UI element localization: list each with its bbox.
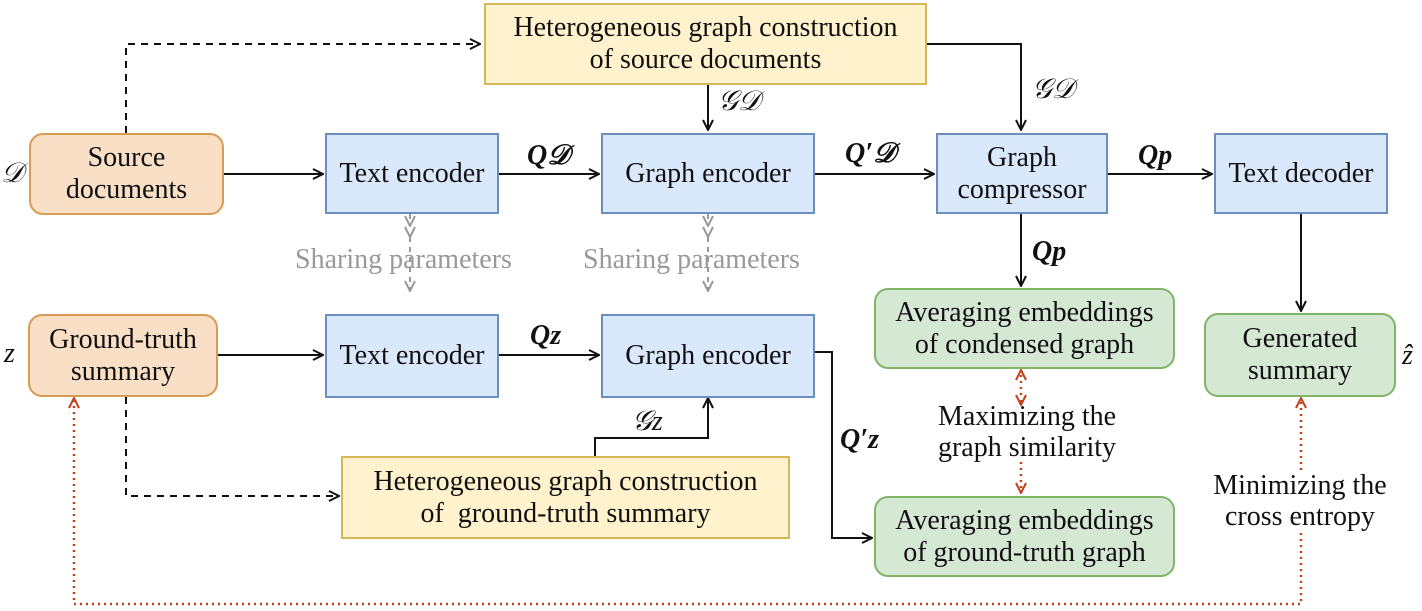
ground-truth-summary-box[interactable]: Ground-truth summary — [28, 314, 218, 397]
generated-summary-line2: summary — [1247, 355, 1353, 386]
maximize-line1: Maximizing the — [937, 401, 1117, 432]
minimize-cross-entropy-label: Minimizing the cross entropy — [1193, 470, 1407, 532]
label-q-p-right: Qp — [1138, 140, 1173, 171]
maximize-similarity-label: Maximizing the graph similarity — [919, 401, 1135, 463]
arrow-graph-encoder-to-avg-gt — [815, 351, 872, 538]
arrow-graph-construction-to-compressor — [927, 43, 1021, 130]
minimize-line1: Minimizing the — [1213, 470, 1387, 501]
gt-graph-construction-line1: Heterogeneous graph construction — [373, 465, 758, 497]
arrow-gt-to-graph-construction — [125, 397, 339, 496]
source-graph-construction-line1: Heterogeneous graph construction — [513, 12, 898, 43]
avg-condensed-line1: Averaging embeddings — [895, 296, 1154, 328]
graph-encoder-top-box[interactable]: Graph encoder — [601, 133, 815, 214]
text-encoder-bottom-label: Text encoder — [339, 340, 485, 371]
graph-encoder-bottom-box[interactable]: Graph encoder — [601, 314, 815, 398]
source-graph-construction-box[interactable]: Heterogeneous graph construction of sour… — [484, 3, 927, 85]
arrow-gt-graph-to-graph-encoder — [594, 398, 708, 456]
graph-compressor-line2: compressor — [957, 173, 1087, 205]
graph-encoder-top-label: Graph encoder — [625, 157, 791, 189]
symbol-z-hat: ẑ — [1402, 340, 1413, 371]
text-encoder-top-label: Text encoder — [339, 157, 485, 189]
label-g-d-1: 𝒢𝒟 — [718, 86, 761, 117]
minimize-line2: cross entropy — [1224, 501, 1376, 532]
maximize-line2: graph similarity — [937, 432, 1117, 463]
graph-compressor-line1: Graph — [987, 141, 1057, 173]
symbol-z: z — [4, 338, 15, 369]
source-documents-line2: documents — [65, 174, 188, 205]
avg-condensed-graph-box[interactable]: Averaging embeddings of condensed graph — [874, 288, 1175, 369]
text-decoder-label: Text decoder — [1228, 157, 1374, 189]
source-documents-box[interactable]: Source documents — [29, 133, 224, 215]
symbol-d: 𝒟 — [1, 158, 24, 189]
text-encoder-bottom-box[interactable]: Text encoder — [325, 314, 499, 398]
gt-graph-construction-line2: of ground-truth summary — [420, 497, 711, 529]
source-graph-construction-line2: of source documents — [589, 44, 822, 75]
text-decoder-box[interactable]: Text decoder — [1214, 133, 1388, 214]
source-documents-line1: Source — [87, 142, 166, 173]
label-q-z-prime: Q′z — [840, 424, 879, 455]
avg-gt-graph-box[interactable]: Averaging embeddings of ground-truth gra… — [874, 496, 1175, 577]
avg-gt-line2: of ground-truth graph — [903, 536, 1146, 568]
text-encoder-top-box[interactable]: Text encoder — [325, 133, 499, 214]
label-g-z: 𝒢z — [632, 406, 663, 437]
ground-truth-summary-line1: Ground-truth — [49, 323, 197, 355]
ground-truth-summary-line2: summary — [70, 355, 176, 387]
arrow-source-to-graph-construction — [125, 44, 480, 133]
generated-summary-box[interactable]: Generated summary — [1204, 313, 1396, 397]
gt-graph-construction-box[interactable]: Heterogeneous graph construction of grou… — [341, 456, 790, 539]
loss-loop — [74, 398, 1303, 606]
generated-summary-line1: Generated — [1242, 323, 1358, 354]
graph-compressor-box[interactable]: Graph compressor — [936, 133, 1108, 214]
graph-encoder-bottom-label: Graph encoder — [625, 340, 791, 371]
label-q-p-down: Qp — [1032, 236, 1067, 267]
label-q-d: Q𝒟 — [527, 140, 570, 171]
avg-condensed-line2: of condensed graph — [914, 328, 1135, 360]
label-g-d-2: 𝒢𝒟 — [1032, 74, 1075, 105]
label-q-d-prime: Q′𝒟 — [845, 138, 896, 169]
sharing-parameters-label-2: Sharing parameters — [583, 244, 800, 275]
label-q-z: Qz — [530, 320, 562, 351]
sharing-parameters-label-1: Sharing parameters — [295, 244, 512, 275]
avg-gt-line1: Averaging embeddings — [895, 504, 1154, 536]
